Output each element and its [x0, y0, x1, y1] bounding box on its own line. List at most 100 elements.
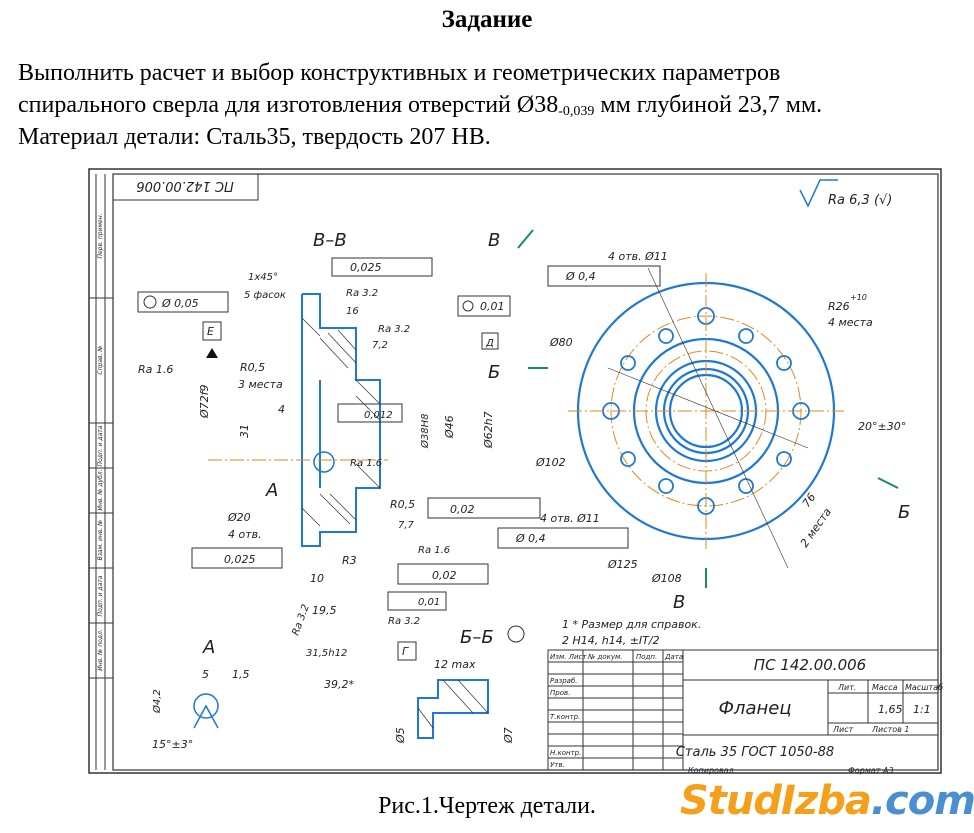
left-strip-label: Инв. № подл.: [97, 629, 104, 670]
tb-copy: Копировал: [688, 766, 734, 775]
dim-10: 10: [310, 572, 324, 585]
ra16-mid: Ra 1.6: [350, 458, 382, 469]
section-vv-title: В–В: [313, 230, 347, 251]
note-1: 1 * Размер для справок.: [562, 618, 701, 631]
datum-d: Д: [485, 338, 494, 349]
dim-72b: 7,2: [372, 340, 388, 351]
figure-caption: Рис.1.Чертеж детали.: [378, 793, 596, 819]
tol-001-bottom: 0,01: [418, 597, 440, 608]
task-title: Задание: [441, 6, 533, 33]
dim-15: 1,5: [232, 668, 250, 681]
title-block-row-label: Изм. Лист: [550, 653, 587, 661]
tol-001-top: 0,01: [480, 300, 505, 313]
engineering-drawing: ПС 142.00.006 Ra 6,3 (√) В–В В: [88, 168, 944, 776]
note-2: 2 H14, h14, ±IT/2: [562, 634, 660, 647]
holes-top: 4 отв. Ø11: [608, 250, 668, 263]
tb-sheet: Лист: [832, 725, 854, 734]
label-v-bottom: В: [673, 592, 685, 613]
title-block-row-label: Утв.: [550, 761, 565, 769]
r05-label: R0,5: [240, 361, 265, 374]
tolerance-subscript: -0,039: [558, 104, 595, 119]
ra32-a: Ra 3.2: [346, 288, 378, 299]
chamfer-count: 5 фасок: [244, 290, 286, 301]
tb-sheets: Листов 1: [871, 725, 910, 734]
angle-15: 15°±3°: [152, 738, 193, 751]
title-block-row-label: Подп.: [636, 653, 657, 661]
d80-label: Ø80: [549, 336, 573, 349]
r05-bottom: R0,5: [390, 498, 415, 511]
dim-315: 31,5h12: [306, 648, 347, 659]
dim-72f9: Ø72f9: [198, 384, 211, 419]
ra32-b: Ra 3.2: [378, 324, 410, 335]
r26-tol: +10: [850, 293, 867, 302]
title-block-row-label: Пров.: [550, 689, 570, 697]
title-block-row-label: Н.контр.: [550, 749, 581, 757]
studizba-logo[interactable]: StudIzba.com: [680, 778, 974, 824]
tol-002-bottom: 0,02: [432, 569, 457, 582]
chamfer-label: 1x45°: [248, 272, 278, 283]
dim-392: 39,2*: [324, 678, 354, 691]
tb-name: Фланец: [718, 698, 791, 719]
view-v-label: В: [488, 230, 500, 251]
dim-38h8: Ø38H8: [419, 414, 431, 449]
dim-46: Ø46: [443, 415, 456, 439]
tb-code: ПС 142.00.006: [754, 656, 866, 674]
d20-label: Ø20: [227, 511, 251, 524]
dim-d5: Ø5: [394, 727, 407, 744]
dim-77: 7,7: [398, 520, 415, 531]
datum-g: Г: [402, 645, 409, 658]
title-block-row-label: Т.контр.: [550, 713, 580, 721]
dim-d7: Ø7: [502, 727, 515, 744]
dim-16: 16: [346, 306, 359, 317]
logo-part-3: .com: [870, 778, 974, 824]
dim-12max: 12 max: [434, 658, 476, 671]
r26-note: 4 места: [828, 316, 873, 329]
holes-bottom: 4 отв. Ø11: [540, 512, 600, 525]
task-line-2-main: спирального сверла для изготовления отве…: [18, 92, 559, 118]
dim-76-note: 2 места: [798, 505, 834, 549]
d125-label: Ø125: [607, 558, 638, 571]
angle-20: 20°±30°: [858, 420, 906, 433]
dim-5: 5: [202, 668, 209, 681]
title-block-row-label: Дата: [664, 653, 683, 661]
tol-0012: 0,012: [364, 410, 393, 421]
tol-002-right: 0,02: [450, 503, 475, 516]
tb-scale-val: 1:1: [913, 703, 931, 716]
rotated-code: ПС 142.00.006: [136, 178, 233, 193]
d20-note: 4 отв.: [228, 528, 262, 541]
tol-pos-bottom: Ø 0,4: [515, 532, 546, 545]
r3-label: R3: [342, 554, 357, 567]
tol-025-top: 0,025: [350, 261, 382, 274]
ra32-c: Ra 3.2: [388, 616, 420, 627]
logo-part-2: Izba: [781, 778, 872, 824]
tol-005: Ø 0,05: [161, 297, 199, 310]
roughness-general: Ra 6,3 (√): [828, 193, 892, 208]
task-line-2-depth: мм глубиной 23,7 мм.: [594, 92, 823, 118]
tb-format: Формат А3: [848, 766, 894, 775]
label-a-section: А: [265, 480, 278, 501]
tol-pos-top: Ø 0,4: [565, 270, 596, 283]
task-line-3: Материал детали: Сталь35, твердость 207 …: [18, 124, 491, 150]
tb-scale: Масштаб: [905, 683, 943, 692]
ra16-left: Ra 1.6: [138, 363, 173, 376]
left-strip-label: Взам. инв. №: [97, 520, 104, 561]
title-block-row-label: Разраб.: [550, 677, 578, 685]
left-strip-label: Подп. и дата: [97, 425, 104, 466]
logo-part-1: Stud: [680, 778, 782, 824]
label-b-left: Б: [488, 362, 500, 383]
d108-label: Ø108: [651, 572, 682, 585]
dim-4: 4: [278, 403, 285, 416]
left-strip-label: Перв. примен.: [97, 213, 104, 258]
task-line-1: Выполнить расчет и выбор конструктивных …: [18, 60, 781, 86]
tb-lit: Лит.: [837, 683, 856, 692]
r26-label: R26: [828, 300, 850, 313]
ra32-d: Ra 3.2: [290, 603, 311, 637]
section-bb-title: Б–Б: [460, 627, 494, 648]
left-strip-label: Справ. №: [97, 345, 104, 374]
label-b-right: Б: [898, 502, 910, 523]
left-strip-label: Подп. и дата: [97, 575, 104, 616]
task-line-2: спирального сверла для изготовления отве…: [18, 90, 822, 127]
dim-62h7: Ø62h7: [482, 411, 495, 449]
dim-31: 31: [238, 424, 251, 438]
tol-025-bottom: 0,025: [224, 553, 256, 566]
